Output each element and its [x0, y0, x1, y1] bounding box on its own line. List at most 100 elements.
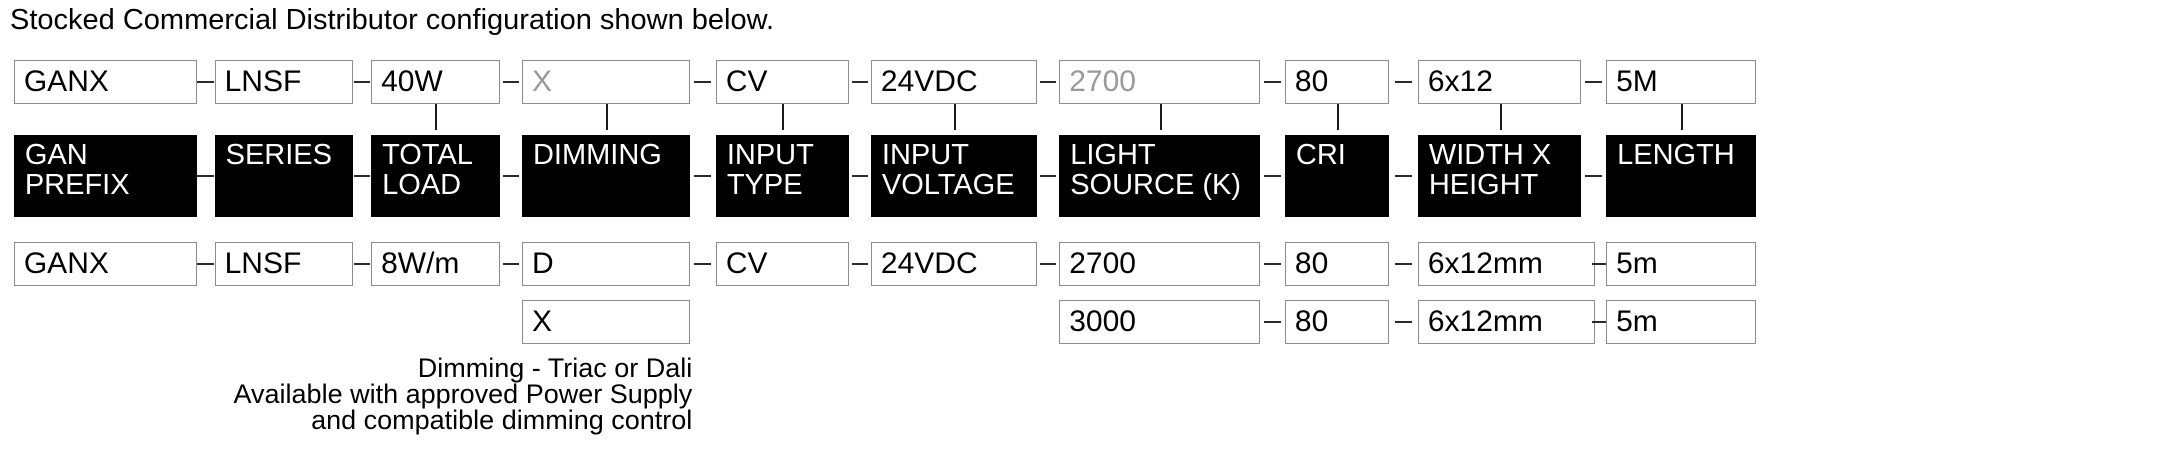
selected-code-dimming[interactable]: X: [521, 60, 690, 104]
selected-code-cri[interactable]: 80: [1284, 60, 1389, 104]
selected-code-gan-prefix-text: GANX: [23, 65, 109, 98]
category-label-width-x-height: WIDTH X HEIGHT: [1417, 135, 1582, 217]
dash-option0-series: [353, 263, 371, 265]
selected-code-total-load-text: 40W: [381, 65, 443, 98]
dash-option0-gan-prefix: [197, 263, 214, 265]
option-cri-0[interactable]: 80: [1284, 242, 1389, 286]
option-light-source-0-text: 2700: [1069, 247, 1136, 280]
category-label-series: SERIES: [214, 135, 354, 217]
selected-code-total-load[interactable]: 40W: [371, 60, 500, 104]
selected-code-series[interactable]: LNSF: [214, 60, 354, 104]
option-cri-1[interactable]: 80: [1284, 300, 1389, 344]
option-length-0[interactable]: 5m: [1606, 242, 1756, 286]
dash-option0-width-x-height: [1592, 263, 1609, 265]
selected-code-series-text: LNSF: [224, 65, 302, 98]
category-label-light-source: LIGHT SOURCE (K): [1059, 135, 1260, 217]
option-dimming-0-text: D: [531, 247, 554, 280]
dash-label-total-load: [502, 175, 520, 177]
connector-tick-dimming: [605, 104, 608, 130]
dash-top-series: [353, 81, 371, 83]
dash-top-width-x-height: [1585, 81, 1602, 83]
option-gan-prefix-0-text: GANX: [23, 247, 109, 280]
dimming-footnote: Dimming - Triac or Dali Available with a…: [233, 353, 693, 435]
option-light-source-1-text: 3000: [1069, 305, 1136, 338]
category-label-cri: CRI: [1284, 135, 1389, 217]
category-label-text-light-source: LIGHT SOURCE (K): [1070, 139, 1242, 201]
dash-label-light-source: [1264, 175, 1281, 177]
dash-option0-cri: [1394, 263, 1412, 265]
selected-code-cri-text: 80: [1294, 65, 1329, 98]
category-label-text-input-type: INPUT TYPE: [726, 139, 814, 201]
dash-option1-cri: [1394, 321, 1412, 323]
option-dimming-0[interactable]: D: [521, 242, 690, 286]
selected-code-light-source[interactable]: 2700: [1059, 60, 1260, 104]
dash-option1-width-x-height: [1592, 321, 1609, 323]
dash-label-width-x-height: [1585, 175, 1602, 177]
option-width-x-height-0[interactable]: 6x12mm: [1417, 242, 1596, 286]
dash-top-light-source: [1264, 81, 1281, 83]
option-input-type-0[interactable]: CV: [715, 242, 849, 286]
category-label-text-total-load: TOTAL LOAD: [382, 139, 473, 201]
option-width-x-height-1[interactable]: 6x12mm: [1417, 300, 1596, 344]
selected-code-input-type-text: CV: [725, 65, 768, 98]
connector-tick-length: [1680, 104, 1683, 130]
connector-tick-input-voltage: [953, 104, 956, 130]
category-label-gan-prefix: GAN PREFIX: [13, 135, 197, 217]
dash-option0-light-source: [1264, 263, 1281, 265]
dash-top-input-type: [851, 81, 869, 83]
dash-option0-input-voltage: [1039, 263, 1057, 265]
category-label-text-cri: CRI: [1295, 139, 1346, 171]
dash-top-total-load: [502, 81, 520, 83]
option-cri-0-text: 80: [1294, 247, 1329, 280]
option-input-voltage-0[interactable]: 24VDC: [870, 242, 1038, 286]
option-width-x-height-1-text: 6x12mm: [1427, 305, 1543, 338]
selected-code-input-type[interactable]: CV: [715, 60, 849, 104]
dash-label-input-type: [851, 175, 869, 177]
category-label-dimming: DIMMING: [521, 135, 690, 217]
dash-label-gan-prefix: [197, 175, 214, 177]
selected-code-width-x-height[interactable]: 6x12: [1417, 60, 1582, 104]
option-dimming-1[interactable]: X: [521, 300, 690, 344]
connector-tick-light-source: [1159, 104, 1162, 130]
option-length-1[interactable]: 5m: [1606, 300, 1756, 344]
category-label-text-series: SERIES: [225, 139, 332, 171]
category-label-text-dimming: DIMMING: [532, 139, 662, 171]
selected-code-width-x-height-text: 6x12: [1427, 65, 1493, 98]
category-label-input-type: INPUT TYPE: [715, 135, 849, 217]
category-label-input-voltage: INPUT VOLTAGE: [870, 135, 1038, 217]
selected-code-input-voltage[interactable]: 24VDC: [870, 60, 1038, 104]
selected-code-input-voltage-text: 24VDC: [880, 65, 978, 98]
connector-tick-input-type: [782, 104, 785, 130]
option-gan-prefix-0[interactable]: GANX: [13, 242, 197, 286]
option-length-0-text: 5m: [1616, 247, 1658, 280]
option-input-voltage-0-text: 24VDC: [880, 247, 978, 280]
option-series-0-text: LNSF: [224, 247, 302, 280]
option-light-source-1[interactable]: 3000: [1059, 300, 1260, 344]
dash-label-cri: [1394, 175, 1412, 177]
dash-top-dimming: [694, 81, 711, 83]
dash-top-cri: [1394, 81, 1412, 83]
selected-code-length-text: 5M: [1616, 65, 1658, 98]
category-label-text-width-x-height: WIDTH X HEIGHT: [1428, 139, 1552, 201]
connector-tick-cri: [1336, 104, 1339, 130]
selected-code-gan-prefix[interactable]: GANX: [13, 60, 197, 104]
page-title: Stocked Commercial Distributor configura…: [10, 4, 775, 36]
dash-option1-light-source: [1264, 321, 1281, 323]
dash-top-input-voltage: [1039, 81, 1057, 83]
option-series-0[interactable]: LNSF: [214, 242, 354, 286]
option-width-x-height-0-text: 6x12mm: [1427, 247, 1543, 280]
connector-tick-width-x-height: [1499, 104, 1502, 130]
category-label-total-load: TOTAL LOAD: [371, 135, 500, 217]
option-light-source-0[interactable]: 2700: [1059, 242, 1260, 286]
dash-top-gan-prefix: [197, 81, 214, 83]
selected-code-length[interactable]: 5M: [1606, 60, 1756, 104]
option-input-type-0-text: CV: [725, 247, 768, 280]
selected-code-light-source-text: 2700: [1069, 65, 1136, 98]
option-total-load-0[interactable]: 8W/m: [371, 242, 500, 286]
connector-tick-total-load: [435, 104, 438, 130]
category-label-text-input-voltage: INPUT VOLTAGE: [881, 139, 1015, 201]
dash-option0-input-type: [851, 263, 869, 265]
category-label-length: LENGTH: [1606, 135, 1756, 217]
dash-label-input-voltage: [1039, 175, 1057, 177]
